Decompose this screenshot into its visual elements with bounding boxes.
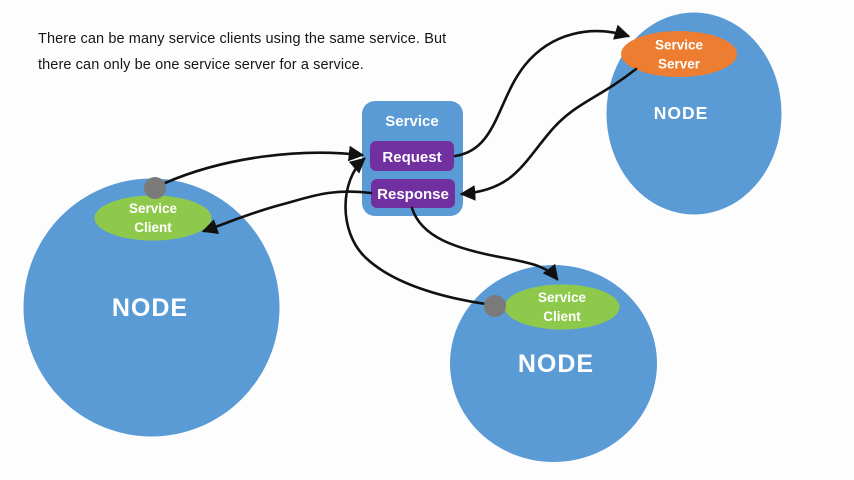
arrow-response-to-left-client [201, 190, 373, 235]
service-server-badge [621, 31, 737, 77]
caption-text: There can be many service clients using … [38, 26, 446, 78]
left-client-badge-line2: Client [134, 220, 172, 235]
request-label: Request [382, 149, 441, 166]
server-badge-line2: Server [658, 57, 701, 72]
left-client-badge-line1: Service [129, 201, 178, 216]
response-box [371, 179, 455, 208]
bottom-client-junction-dot [484, 295, 506, 317]
caption-line-2: there can only be one service server for… [38, 57, 364, 73]
arrow-bottom-client-to-request [344, 157, 488, 306]
server-badge-line1: Service [655, 38, 704, 53]
top-right-node-title: NODE [654, 103, 709, 123]
left-client-junction-dot [144, 177, 166, 199]
request-box [370, 141, 454, 171]
response-label: Response [377, 186, 449, 203]
bottom-node-title: NODE [518, 350, 594, 378]
bottom-client-badge-line1: Service [538, 290, 587, 305]
left-service-client-badge [94, 195, 212, 241]
caption-line-1: There can be many service clients using … [38, 31, 447, 47]
arrow-service-server-to-response [459, 67, 638, 201]
arrow-request-to-service-server [453, 24, 631, 158]
arrow-left-client-to-request [163, 145, 365, 185]
bottom-service-client-badge [504, 284, 620, 330]
left-node-circle [23, 178, 280, 437]
left-node-title: NODE [112, 294, 188, 322]
arrow-response-to-bottom-client [410, 206, 559, 281]
service-panel-title: Service [385, 113, 438, 130]
bottom-client-badge-line2: Client [543, 309, 581, 324]
